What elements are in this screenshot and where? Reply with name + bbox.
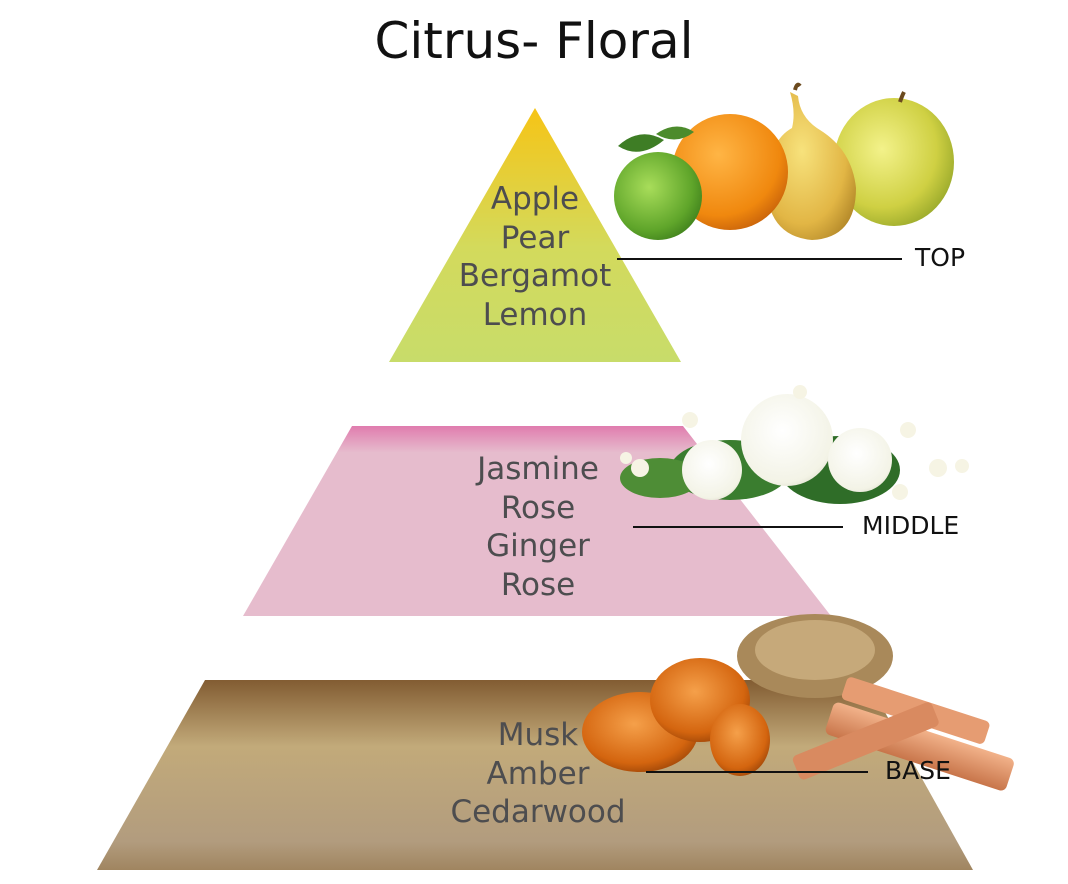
base-tier-label: BASE — [885, 756, 951, 785]
top-leader-line — [617, 258, 902, 260]
top-note: Apple — [435, 180, 635, 219]
base-note: Cedarwood — [418, 793, 658, 832]
middle-tier-notes: Jasmine Rose Ginger Rose — [438, 450, 638, 604]
middle-note: Jasmine — [438, 450, 638, 489]
fruit-cluster-image — [614, 85, 954, 240]
top-note: Bergamot — [435, 257, 635, 296]
base-tier-notes: Musk Amber Cedarwood — [418, 716, 658, 832]
top-tier-label: TOP — [915, 243, 965, 272]
middle-tier-label: MIDDLE — [862, 511, 959, 540]
middle-note: Rose — [438, 566, 638, 605]
top-tier-notes: Apple Pear Bergamot Lemon — [435, 180, 635, 334]
middle-note: Rose — [438, 489, 638, 528]
top-note: Pear — [435, 219, 635, 258]
top-note: Lemon — [435, 296, 635, 335]
base-note: Amber — [418, 755, 658, 794]
middle-leader-line — [633, 526, 843, 528]
base-note: Musk — [418, 716, 658, 755]
middle-note: Ginger — [438, 527, 638, 566]
base-leader-line — [646, 771, 868, 773]
